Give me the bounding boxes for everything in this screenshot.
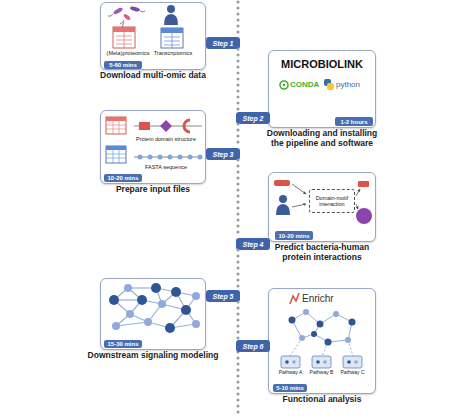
- step-badge: Step 2: [236, 112, 270, 124]
- step-caption: Downstream signaling modeling: [81, 351, 225, 361]
- pathway-icons: [281, 356, 362, 368]
- timeline-connector: [237, 250, 240, 290]
- time-estimate: 15-30 mins: [107, 341, 138, 347]
- timeline-connector: [237, 160, 240, 238]
- signaling-network: [114, 288, 196, 328]
- python-logo: [324, 79, 334, 90]
- timeline-connector: [237, 302, 240, 340]
- step-number: Step 2: [242, 115, 263, 122]
- time-estimate: 5-10 mins: [276, 385, 304, 391]
- pathway-network: [290, 312, 353, 356]
- timeline-dots: [237, 352, 240, 416]
- step-caption: Download multi-omic data: [81, 71, 225, 81]
- timeline-dots: [237, 2, 240, 37]
- step-badge: Step 4: [236, 238, 270, 250]
- step-caption: Functional analysis: [261, 395, 383, 405]
- person-icon: [164, 5, 178, 25]
- step-number: Step 4: [242, 241, 263, 248]
- table-icon: [106, 117, 126, 134]
- step-caption: Downloading and installing the pipeline …: [261, 129, 383, 149]
- time-badge: 15-30 mins: [104, 340, 142, 348]
- human-protein-icon: [356, 181, 372, 224]
- step-panel: Prepare input files10-20 mins: [100, 110, 206, 184]
- step-badge: Step 3: [206, 148, 240, 160]
- interaction-box: Domain-motif interaction: [309, 189, 355, 213]
- time-estimate: 1-2 hours: [340, 119, 367, 125]
- conda-logo: [280, 81, 288, 89]
- time-badge: 5-10 mins: [273, 384, 307, 392]
- fasta-sequence: [134, 155, 203, 160]
- enrichr-logo: [290, 293, 299, 304]
- document-icon: [113, 27, 135, 48]
- time-estimate: 10-20 mins: [107, 175, 138, 181]
- step-caption: Predict bacteria-human protein interacti…: [265, 243, 379, 263]
- step-panel: Predict bacteria-human protein interacti…: [268, 172, 376, 242]
- timeline-connector: [237, 49, 240, 112]
- time-badge: 1-2 hours: [335, 117, 373, 126]
- step-number: Step 3: [212, 151, 233, 158]
- table-icon: [106, 146, 126, 163]
- step-caption: Prepare input files: [81, 185, 225, 195]
- step-number: Step 1: [212, 40, 233, 47]
- pathway-network-nodes: [289, 309, 356, 346]
- step-panel: Downstream signaling modeling15-30 mins: [100, 278, 206, 350]
- step-number: Step 6: [242, 343, 263, 350]
- step-badge: Step 5: [206, 290, 240, 302]
- protein-domain-structure: [134, 120, 202, 132]
- step-number: Step 5: [212, 293, 233, 300]
- interaction-label: Domain-motif interaction: [310, 195, 354, 208]
- document-icon: [161, 28, 183, 48]
- step-badge: Step 6: [236, 340, 270, 352]
- bacterial-protein-icon: [274, 180, 306, 194]
- step-badge: Step 1: [206, 37, 240, 49]
- time-estimate: 10-20 mins: [278, 233, 309, 239]
- time-badge: 10-20 mins: [104, 174, 142, 182]
- step-panel: Downloading and installing the pipeline …: [268, 50, 376, 128]
- time-badge: 5-60 mins: [104, 61, 142, 69]
- person-icon: [276, 195, 306, 215]
- step-panel: Functional analysis5-10 mins: [268, 288, 376, 394]
- bacteria-icon: [108, 6, 145, 27]
- step-panel: Download multi-omic data5-60 mins: [100, 2, 206, 70]
- time-badge: 10-20 mins: [275, 231, 313, 240]
- timeline-connector: [237, 124, 240, 148]
- time-estimate: 5-60 mins: [109, 62, 137, 68]
- network-nodes: [109, 283, 200, 333]
